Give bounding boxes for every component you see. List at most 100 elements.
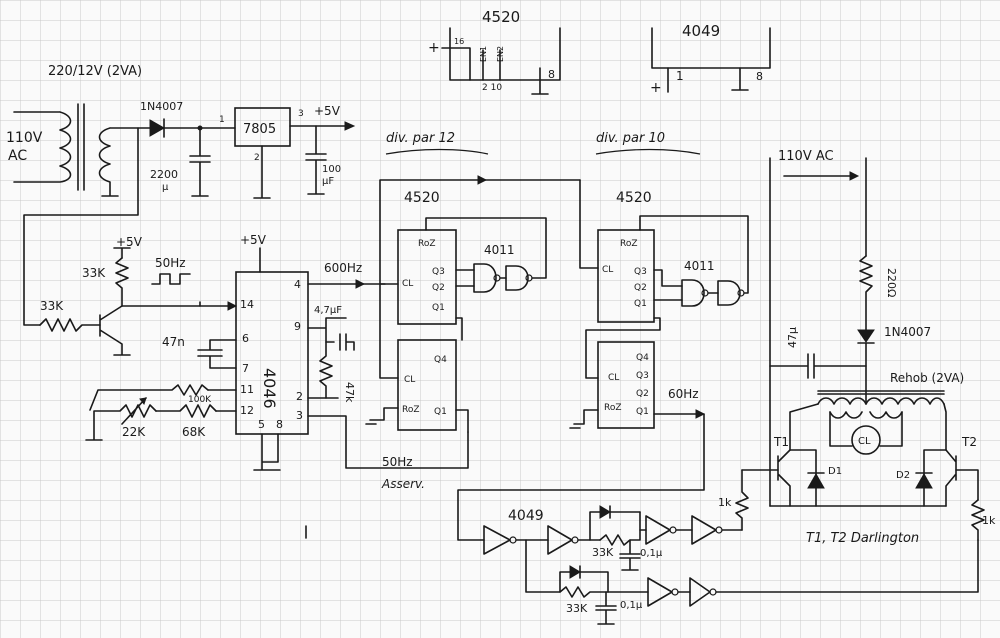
pin14-label: 14: [240, 298, 254, 311]
r220-label: 220Ω: [885, 268, 898, 297]
cl-b2-label: CL: [608, 373, 619, 383]
q2-b1-label: Q2: [634, 283, 647, 293]
plus5v-pll-label: +5V: [240, 233, 267, 247]
pin6-label: 6: [242, 332, 249, 345]
cap47n-label: 47n: [162, 335, 185, 349]
inv4049-label: 4049: [508, 508, 544, 524]
rst-a2-label: RoZ: [402, 405, 420, 415]
pin8c-label: 8: [276, 418, 283, 431]
mains-left-label-1: 110V: [6, 130, 43, 146]
sig-600hz-label: 600Hz: [324, 261, 362, 275]
output-stage: 110V AC 220Ω 1N4007 47µ Rehob (2VA) CL T…: [718, 149, 996, 546]
rst-b2-label: RoZ: [604, 403, 622, 413]
q1-b2-label: Q1: [636, 407, 649, 417]
r33k-inv-a-label: 33K: [592, 546, 614, 559]
reg-pin1: 1: [219, 115, 225, 125]
pin4-label: 4: [294, 278, 301, 291]
sig-50hz-label: 50Hz: [155, 256, 186, 270]
pin9-label: 9: [294, 320, 301, 333]
q1-a2-label: Q1: [434, 407, 447, 417]
resistor-1k-a: [735, 469, 749, 531]
rehob-label: Rehob (2VA): [890, 371, 964, 385]
resistor-33k-b: [559, 586, 649, 598]
t1-label: T1: [773, 435, 789, 449]
resistor-33k-a: [599, 511, 641, 546]
pin5-label: 5: [258, 418, 265, 431]
cap-100-unit: µF: [322, 176, 334, 187]
inverter-1: [483, 525, 511, 555]
q3-b2-label: Q3: [636, 371, 649, 381]
cap01-b-label: 0,1µ: [620, 600, 643, 611]
input-transistor-stage: +5V 33K 33K 50Hz: [39, 235, 238, 356]
mains-left-label-2: AC: [8, 148, 27, 164]
q2-a1-label: Q2: [432, 283, 445, 293]
coil-label: CL: [858, 436, 871, 447]
transistor-t2: [945, 449, 957, 507]
resistor-22k-adjustable: [85, 404, 157, 441]
resistor-33k-vertical: [115, 257, 129, 307]
r100k-label: 100K: [188, 395, 212, 405]
feedback-50hz-label: 50Hz: [382, 455, 413, 469]
q1-a1-label: Q1: [432, 303, 445, 313]
div12-label: div. par 12: [386, 131, 455, 146]
pin-8b-label: 8: [756, 70, 763, 83]
transistor-t1: [777, 449, 791, 507]
pin-16-label: 16: [454, 37, 464, 46]
power-supply: 220/12V (2VA) 110V AC 1N4007 2200 µ 7805…: [6, 64, 356, 326]
inverter-5: [647, 577, 673, 607]
coil-load: [851, 425, 881, 455]
pin-1-label: 1: [676, 69, 684, 83]
pin2-label: 2: [296, 390, 303, 403]
rst-a1-label: RoZ: [418, 239, 436, 249]
q4-a2-label: Q4: [434, 355, 447, 365]
pin-2-10-label: 2 10: [482, 83, 502, 93]
pll-4046: +5V 4046 14 4 6 7 9 11 12 2 3 5 8 47n 10…: [85, 233, 469, 491]
counter-4520-b-lower: [597, 341, 655, 429]
darlington-label: T1, T2 Darlington: [806, 531, 919, 546]
transformer-label: 220/12V (2VA): [48, 64, 142, 79]
d2-label: D2: [896, 470, 910, 481]
diode-right-label: 1N4007: [884, 325, 931, 339]
pin3-label: 3: [296, 409, 303, 422]
plus5v-tr-label: +5V: [116, 235, 143, 249]
cl-b1-label: CL: [602, 265, 613, 275]
pin-en2-label: EN2: [496, 46, 505, 62]
inverter-chain-4049: 4049 33K 0,1µ 33K 0,1µ: [305, 413, 979, 625]
cap01-a-label: 0,1µ: [640, 548, 663, 559]
ic-top-left-label: 4520: [482, 8, 520, 26]
diode-top-label: 1N4007: [140, 100, 183, 113]
q4-b2-label: Q4: [636, 353, 649, 363]
div10-label: div. par 10: [596, 131, 665, 146]
reg-pin2: 2: [254, 153, 260, 163]
q1-b1-label: Q1: [634, 299, 647, 309]
resistor-1k-b: [971, 499, 985, 541]
r1k-b-label: 1k: [982, 514, 996, 527]
cap-100-label: 100: [322, 164, 341, 175]
ic-top-right-label: 4049: [682, 22, 720, 40]
ic-4520-a-label: 4520: [404, 190, 440, 206]
r22k-label: 22K: [122, 425, 146, 439]
plus-sign-a: +: [428, 40, 440, 56]
cl-a1-label: CL: [402, 279, 413, 289]
counter-4520-a-upper: [397, 229, 457, 325]
plus-sign-b: +: [650, 80, 662, 96]
pin12-label: 12: [240, 404, 254, 417]
t2-label: T2: [961, 435, 977, 449]
d1-label: D1: [828, 466, 842, 477]
pin-en1-label: EN1: [479, 46, 488, 62]
q3-b1-label: Q3: [634, 267, 647, 277]
resistor-33k-horizontal: [39, 318, 101, 332]
cap-right-label: 47µ: [786, 327, 799, 348]
cap47uf-label: 4,7µF: [314, 305, 342, 316]
r33k-inv-b-label: 33K: [566, 602, 588, 615]
diode-1n4007-right: [857, 329, 875, 343]
output-transformer-primary: [817, 397, 945, 405]
inverter-3: [645, 515, 671, 545]
cap-2200-unit: µ: [162, 182, 169, 193]
q2-b2-label: Q2: [636, 389, 649, 399]
gate-4011-a-label: 4011: [484, 243, 515, 257]
pin-8a-label: 8: [548, 68, 555, 81]
counter-4520-b-upper: [597, 229, 655, 323]
transformer-primary: [13, 111, 72, 183]
